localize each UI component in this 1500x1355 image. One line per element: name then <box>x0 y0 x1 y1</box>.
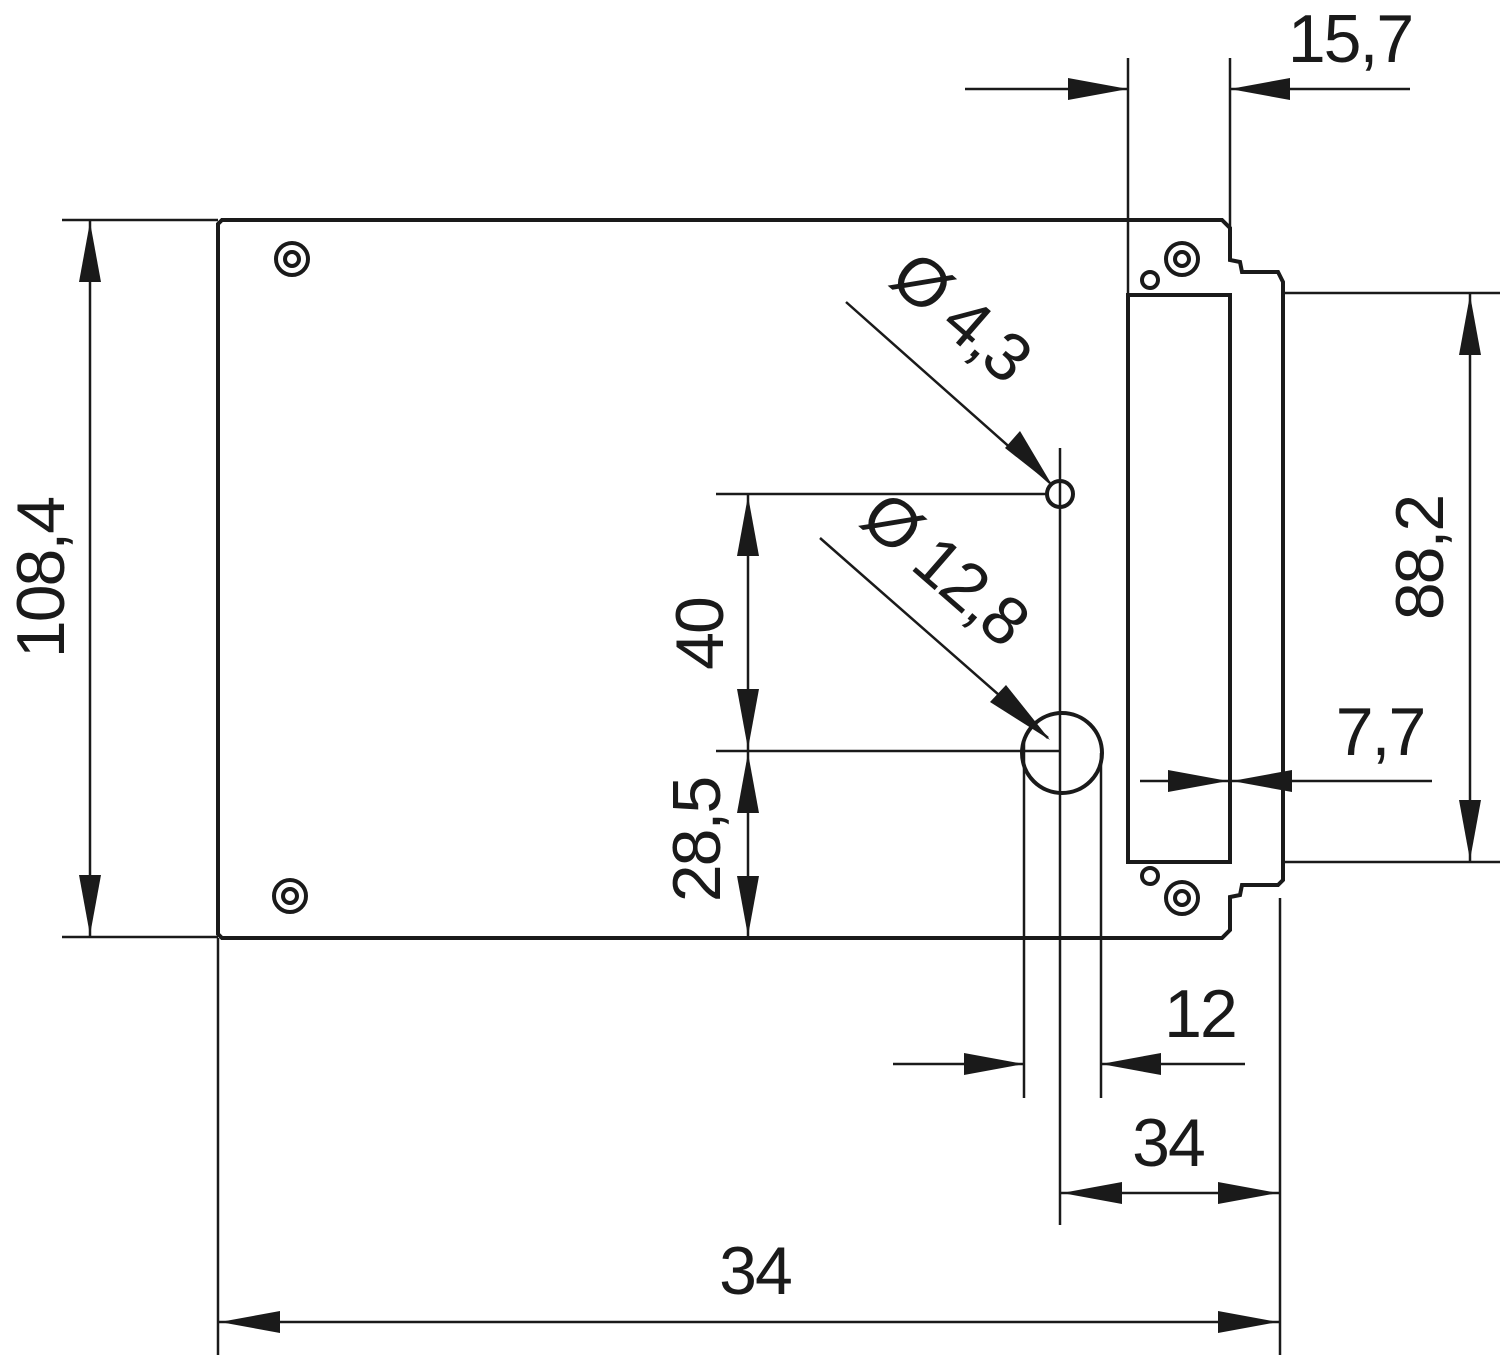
dim-label-total-width: 34 <box>719 1233 791 1309</box>
dim-label-large-hole: Ø 12,8 <box>848 477 1043 660</box>
dim-label-front-depth: 7,7 <box>1336 694 1425 770</box>
dim-hole-width <box>893 740 1245 1098</box>
dim-height-front <box>1283 291 1500 864</box>
small-pin-top <box>1140 270 1160 290</box>
screw-top-left <box>274 241 310 277</box>
dim-label-small-hole: Ø 4,3 <box>877 237 1045 397</box>
dim-hole-offset-bottom <box>737 751 759 938</box>
screw-bottom-left <box>272 878 308 914</box>
front-connector <box>1126 293 1232 864</box>
dim-label-hole-width: 12 <box>1164 976 1236 1052</box>
plate-outline <box>216 218 1285 940</box>
screw-bottom-right <box>1164 880 1200 916</box>
dim-small-hole-leader <box>845 301 1052 485</box>
dim-height-total <box>62 218 218 939</box>
dim-hole-to-edge <box>1060 898 1282 1355</box>
dim-hole-spacing <box>737 494 759 751</box>
screw-top-right <box>1164 241 1200 277</box>
small-pin-bottom <box>1140 866 1160 886</box>
dim-label-hole-offset-bottom: 28,5 <box>659 778 735 902</box>
dim-label-top-right-width: 15,7 <box>1288 1 1412 77</box>
dim-label-height-front: 88,2 <box>1382 496 1458 620</box>
dim-total-width <box>216 938 1280 1355</box>
dim-top-right-width <box>965 58 1410 295</box>
dim-front-depth <box>1140 770 1432 792</box>
dim-large-hole-leader <box>819 537 1050 740</box>
dim-label-hole-spacing: 40 <box>662 598 738 670</box>
dim-label-height-total: 108,4 <box>3 498 79 658</box>
dim-label-hole-to-edge: 34 <box>1132 1105 1204 1181</box>
